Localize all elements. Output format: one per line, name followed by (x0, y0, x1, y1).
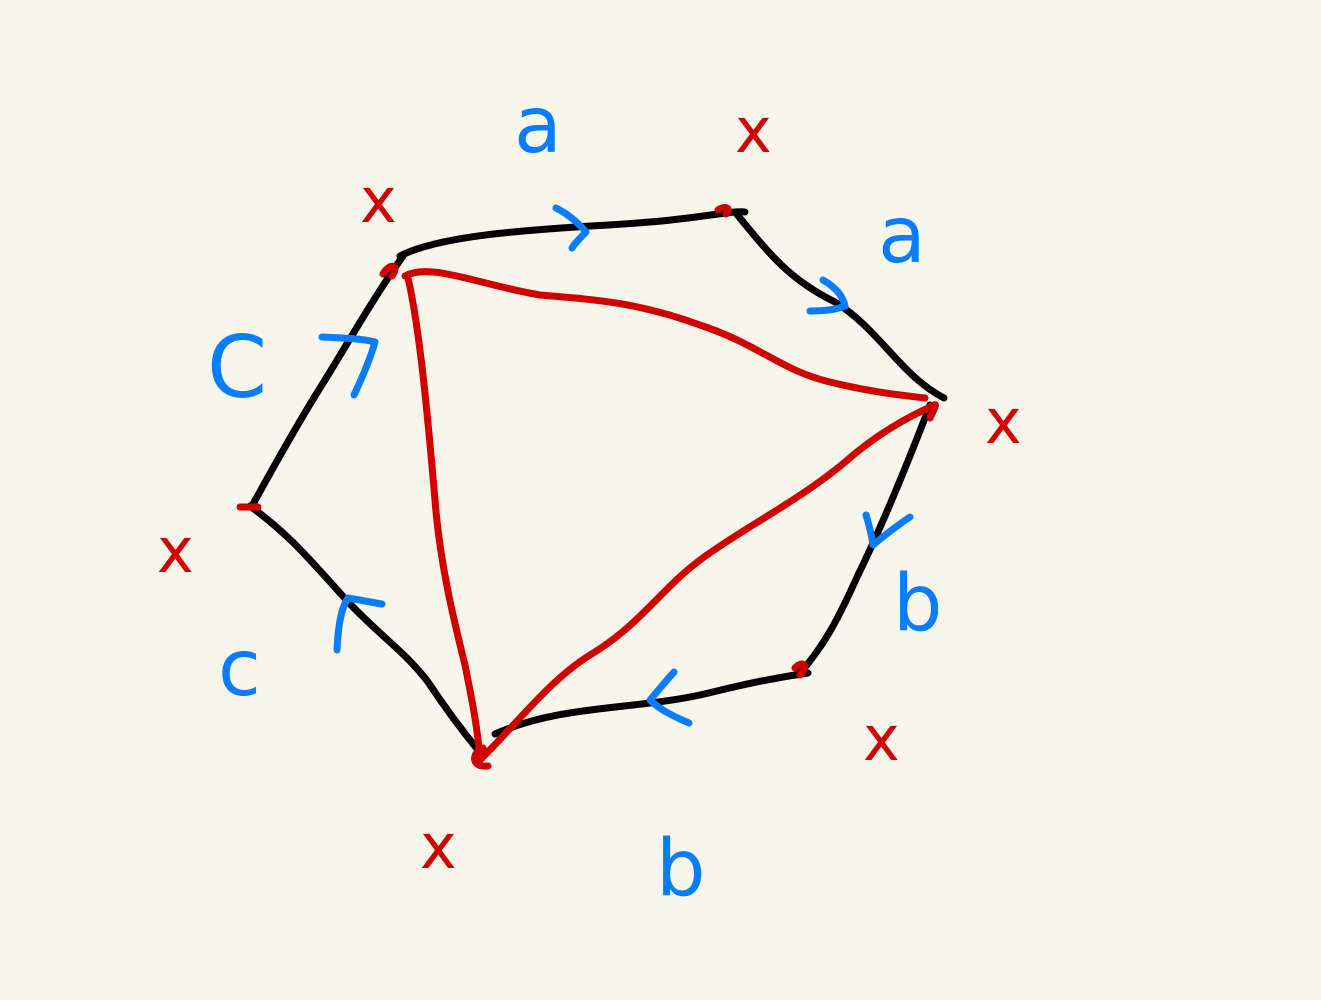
diagonal-top-left-to-bottom (404, 274, 484, 764)
polygon-edges (246, 208, 948, 754)
arrow-upper-right-icon (806, 276, 849, 315)
diagonal-top-left-to-right (401, 268, 929, 402)
vertex-label-top-left: x (360, 164, 397, 237)
diagonal-right-to-bottom (476, 401, 939, 764)
edge-bottom (491, 669, 812, 738)
arrow-lower-right-icon (862, 511, 914, 549)
diagonals (236, 203, 939, 770)
edge-labels: a a b b c C (207, 81, 943, 914)
arrow-lower-left-icon (333, 594, 386, 654)
vertex-label-left: x (157, 514, 194, 587)
edge-label-lower-right: b (893, 559, 943, 649)
edge-label-upper-left: C (207, 318, 267, 418)
vertex-label-right: x (985, 385, 1022, 458)
vertex-label-bottom: x (420, 810, 457, 883)
vertex-dot-top-right (714, 203, 732, 218)
edge-top (396, 208, 749, 260)
edge-label-bottom: b (656, 824, 706, 914)
vertex-label-top-right: x (735, 94, 772, 167)
edge-label-top: a (514, 81, 562, 171)
edge-lower-right (796, 401, 934, 677)
edge-upper-left (248, 252, 407, 510)
vertex-dot-bottom (471, 744, 492, 770)
edge-upper-right (731, 208, 948, 402)
edge-label-upper-right: a (878, 191, 926, 281)
arrow-upper-left-icon (318, 333, 379, 399)
arrow-top-icon (552, 204, 590, 252)
vertex-labels: x x x x x x (157, 94, 1022, 883)
vertex-dot-right (921, 401, 939, 422)
arrow-bottom-icon (646, 668, 693, 727)
edge-arrows (318, 204, 914, 727)
vertex-dot-top-left (379, 262, 399, 280)
edge-label-lower-left: c (218, 624, 261, 714)
edge-lower-left (246, 502, 482, 754)
vertex-label-bottom-right: x (863, 702, 900, 775)
vertex-dot-bottom-right (791, 660, 809, 679)
